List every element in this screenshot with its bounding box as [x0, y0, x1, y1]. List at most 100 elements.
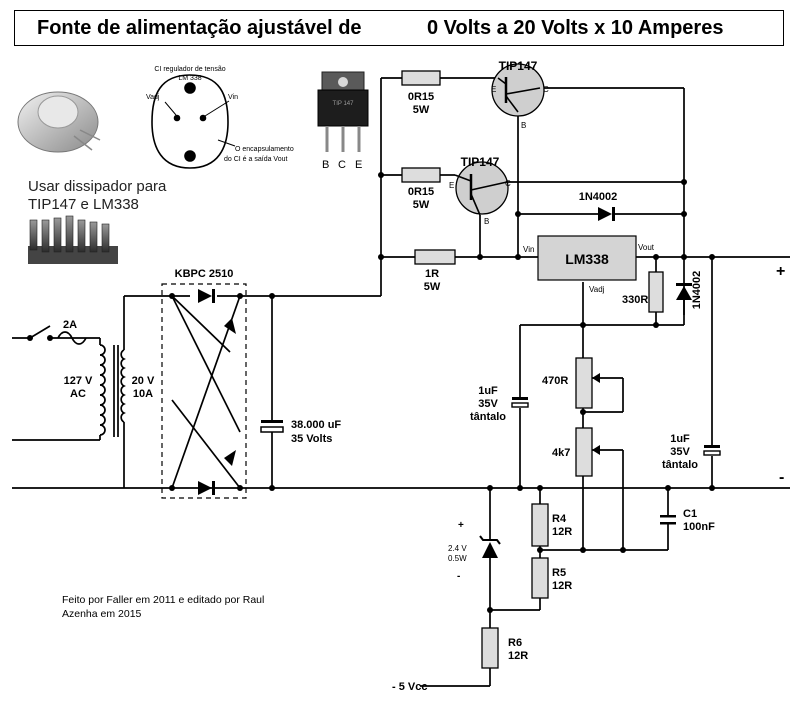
zener-power: 0.5W: [448, 554, 467, 563]
c1-value: 100nF: [683, 521, 715, 533]
resistor-1r: [414, 249, 456, 265]
to220-pin-b: B: [322, 159, 329, 171]
heatsink-photo: [28, 215, 118, 264]
main-cap-voltage: 35 Volts: [291, 433, 332, 445]
switch-dot-1: [27, 335, 33, 341]
r4-name: R4: [552, 513, 567, 525]
diode-out-label: 1N4002: [691, 271, 703, 310]
secondary-voltage: 20 V: [132, 375, 155, 387]
transistor-2: [454, 161, 509, 216]
r-top-power: 5W: [413, 104, 430, 116]
t2-name: TIP147: [461, 155, 500, 169]
pinout-note-1: O encapsulamento: [235, 146, 294, 153]
t2-e: E: [449, 181, 454, 190]
title-right: 0 Volts a 20 Volts x 10 Amperes: [427, 17, 724, 39]
main-cap-value: 38.000 uF: [291, 419, 341, 431]
title-box: Fonte de alimentação ajustável de 0 Volt…: [14, 10, 784, 46]
credits-line2: Azenha em 2015: [62, 608, 142, 620]
r-mid-power: 5W: [413, 199, 430, 211]
pinout-header-2: LM 338: [178, 75, 201, 82]
t2-c: C: [505, 179, 511, 188]
heatsink-note-1: Usar dissipador para: [28, 178, 167, 195]
cap-out-type: tântalo: [662, 459, 698, 471]
to220-package-photo: TIP 147: [317, 71, 369, 152]
pot-4k7-label: 4k7: [552, 447, 570, 459]
zener-plus: +: [458, 520, 464, 531]
r6-value: 12R: [508, 650, 528, 662]
pot-470: [575, 357, 593, 409]
bridge-diodes: [198, 289, 236, 495]
output-minus: -: [779, 469, 784, 486]
bridge-nodes: [169, 293, 243, 491]
cap-mid-voltage: 35V: [478, 398, 498, 410]
r-330-label: 330R: [622, 294, 648, 306]
pot-4k7-wiper: [592, 445, 600, 455]
cap-out-voltage: 35V: [670, 446, 690, 458]
to220-pin-c: C: [338, 159, 346, 171]
cap-out-value: 1uF: [670, 433, 690, 445]
bridge-box: [161, 283, 247, 499]
resistor-mid: [401, 167, 441, 183]
circuit-wires: [12, 77, 790, 687]
resistor-330: [648, 271, 664, 313]
to220-marking: TIP 147: [333, 101, 355, 107]
fuse-label: 2A: [63, 319, 77, 331]
r-mid-value: 0R15: [408, 186, 434, 198]
t1-b: B: [521, 121, 526, 130]
cap-mid: [511, 397, 529, 408]
switch-dot-2: [47, 335, 53, 341]
r-top-value: 0R15: [408, 91, 434, 103]
resistor-r4: [531, 503, 549, 547]
to3-package-photo: [17, 91, 101, 153]
bridge-label: KBPC 2510: [175, 268, 234, 280]
diode-top: [598, 207, 615, 221]
primary-type: AC: [70, 388, 86, 400]
credits-line1: Feito por Faller em 2011 e editado por R…: [62, 594, 264, 606]
t2-b: B: [484, 217, 489, 226]
lm338-vadj: Vadj: [589, 285, 605, 294]
cap-c1: [660, 515, 676, 525]
diode-out: [676, 283, 692, 300]
primary-voltage: 127 V: [64, 375, 93, 387]
zener-minus: -: [457, 571, 460, 582]
supply-label: - 5 Vcc: [392, 681, 427, 693]
c1-name: C1: [683, 508, 697, 520]
transformer-symbol: [99, 344, 126, 437]
lm338-name: LM338: [565, 251, 609, 267]
output-plus: +: [776, 263, 785, 280]
title-left: Fonte de alimentação ajustável de: [37, 17, 362, 39]
r4-value: 12R: [552, 526, 572, 538]
r-1r-value: 1R: [425, 268, 439, 280]
pot-470-wiper: [592, 373, 600, 383]
to220-pin-e: E: [355, 159, 362, 171]
junction-dots: [269, 172, 715, 613]
diode-top-label: 1N4002: [579, 191, 618, 203]
pot-470-label: 470R: [542, 375, 568, 387]
pinout-header-1: CI regulador de tensão: [154, 66, 225, 73]
cap-mid-type: tântalo: [470, 411, 506, 423]
t1-e: E: [491, 85, 496, 94]
r6-name: R6: [508, 637, 522, 649]
resistor-r6: [481, 627, 499, 669]
r5-name: R5: [552, 567, 566, 579]
t1-c: C: [543, 85, 549, 94]
transistor-1: [491, 63, 545, 117]
r5-value: 12R: [552, 580, 572, 592]
heatsink-note-2: TIP147 e LM338: [28, 196, 139, 213]
pinout-vin: Vin: [228, 94, 238, 101]
cap-out: [703, 445, 721, 456]
cap-mid-value: 1uF: [478, 385, 498, 397]
pinout-vadj: Vadj: [146, 94, 160, 101]
fuse-symbol: [57, 331, 87, 345]
zener-diode: [479, 535, 501, 558]
r-1r-power: 5W: [424, 281, 441, 293]
resistor-top: [401, 70, 441, 86]
pinout-note-2: do CI é a saída Vout: [224, 156, 287, 163]
t1-name: TIP147: [499, 59, 538, 73]
lm338-vin: Vin: [523, 245, 534, 254]
secondary-current: 10A: [133, 388, 153, 400]
main-capacitor: [260, 420, 284, 433]
resistor-r5: [531, 557, 549, 599]
zener-voltage: 2.4 V: [448, 544, 467, 553]
